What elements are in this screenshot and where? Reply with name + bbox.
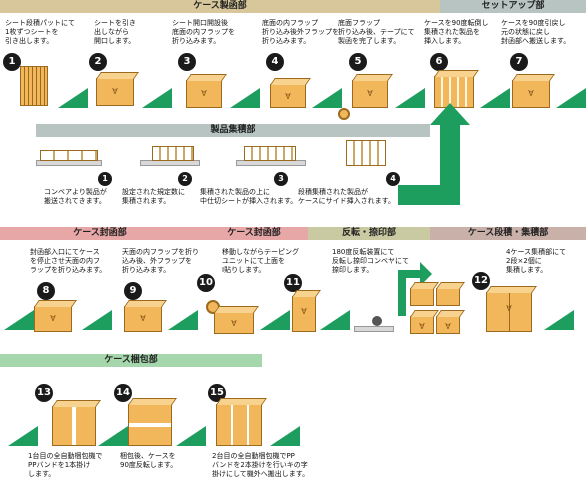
products-3 <box>244 146 296 161</box>
strapped-case-15 <box>216 404 262 446</box>
stacked-cases-4: ∀ <box>486 292 532 332</box>
flow-arrow-7 <box>556 88 586 108</box>
step10-caption: 移動しながらテーピング ユニットにて上面を I貼りします。 <box>222 248 299 274</box>
band-product-collection: 製品集積部 <box>36 124 430 137</box>
band-setup: セットアップ部 <box>440 0 586 13</box>
step12-caption: 4ケース集積部にて 2段×2個に 集積します。 <box>506 248 567 274</box>
strapped-case-14 <box>128 404 172 446</box>
case-box-6 <box>434 76 474 108</box>
step-number-10: 10 <box>197 274 215 292</box>
step-number-5: 5 <box>349 53 367 71</box>
flow-arrow-9 <box>82 310 112 330</box>
step-number-7: 7 <box>510 53 528 71</box>
print-conveyor <box>354 326 394 332</box>
case-box-3: ∀ <box>186 80 222 108</box>
flow-arrow-13 <box>544 310 574 330</box>
collection-number-1: 1 <box>98 172 112 186</box>
sheet-stack-illustration <box>20 66 48 106</box>
collection-caption-3: 集積された製品の上に 中仕切シートが挿入されます。 <box>200 188 298 205</box>
band-case-stacking: ケース段積・集積部 <box>430 227 586 240</box>
case-box-11: ∀ <box>292 296 316 332</box>
band-case-strapping: ケース梱包部 <box>0 354 262 367</box>
collection-caption-4: 段積集積された製品が ケースにサイド挿入されます。 <box>298 188 395 205</box>
step5-caption: 底面フラップ 折り込み後、テープにて 製函を完了します。 <box>338 19 415 45</box>
band-case-forming: ケース製函部 <box>0 0 440 13</box>
step-number-6: 6 <box>430 53 448 71</box>
step-number-3: 3 <box>178 53 196 71</box>
step1-caption: シート段積パットにて 1枚ずつシートを 引き出します。 <box>5 19 75 45</box>
step-number-4: 4 <box>266 53 284 71</box>
step2-caption: シートを引き 出しながら 開口します。 <box>94 19 136 45</box>
products-4 <box>346 140 386 166</box>
step-number-8: 8 <box>37 282 55 300</box>
collection-caption-2: 設定された規定数に 集積されます。 <box>122 188 185 205</box>
case-box-9: ∀ <box>124 306 162 332</box>
step14-caption: 梱包後、ケースを 90度反転します。 <box>120 452 178 469</box>
flow-arrow-10 <box>168 310 198 330</box>
step13-caption: 1台目の全自動梱包機で PPバンドを1本掛け します。 <box>28 452 103 478</box>
step-number-13: 13 <box>35 384 53 402</box>
band-flip-print: 反転・捺印部 <box>308 227 430 240</box>
step-number-2: 2 <box>89 53 107 71</box>
flow-arrow-6 <box>480 88 510 108</box>
flow-arrow-5 <box>395 88 425 108</box>
flow-arrow-3 <box>230 88 260 108</box>
stack-box-top-right <box>436 288 460 306</box>
stack-box-bottom-left: ∀ <box>410 316 434 334</box>
band-case-sealing-a: ケース封函部 <box>0 227 200 240</box>
print-roller-icon <box>372 316 382 326</box>
flow-arrow-17 <box>270 426 300 446</box>
flow-arrow-15 <box>98 426 128 446</box>
case-box-4: ∀ <box>270 84 306 108</box>
flow-arrow-1 <box>58 88 88 108</box>
stack-box-top-left <box>410 288 434 306</box>
step4-caption: 底面の内フラップ 折り込み後外フラップを 折り込みます。 <box>262 19 339 45</box>
case-box-7: ∀ <box>512 80 550 108</box>
step6-caption: ケースを90度転倒し 集積された製品を 挿入します。 <box>424 19 489 45</box>
flow-arrow-12 <box>320 310 350 330</box>
flow-arrow-2 <box>142 88 172 108</box>
step7-caption: ケースを90度引戻し 元の状態に戻し 封函部へ搬送します。 <box>501 19 571 45</box>
collection-number-4: 4 <box>386 172 400 186</box>
collection-number-3: 3 <box>274 172 288 186</box>
step-number-12: 12 <box>472 272 490 290</box>
flow-arrow-4 <box>312 88 342 108</box>
flow-arrow-16 <box>176 426 206 446</box>
products-1 <box>40 150 98 161</box>
flow-arrow-8 <box>4 310 34 330</box>
step-number-1: 1 <box>3 53 21 71</box>
step3-caption: シート開口開設後 底面の内フラップを 折り込みます。 <box>172 19 235 45</box>
stack-box-bottom-right: ∀ <box>436 316 460 334</box>
step9-caption: 天面の内フラップを折り 込み後、外フラップを 折り込みます。 <box>122 248 199 274</box>
case-box-10: ∀ <box>214 312 254 334</box>
case-box-8: ∀ <box>34 306 72 332</box>
step-number-14: 14 <box>114 384 132 402</box>
strapped-case-13 <box>52 406 96 446</box>
case-box-2: ∀ <box>96 78 134 106</box>
tape-roll-icon <box>338 108 350 120</box>
step-number-9: 9 <box>124 282 142 300</box>
case-box-5: ∀ <box>352 80 388 108</box>
step11-caption: 180度反転装置にて 反転し捺印コンベヤにて 捺印します。 <box>332 248 409 274</box>
products-2 <box>152 146 194 161</box>
collection-number-2: 2 <box>178 172 192 186</box>
step8-caption: 封函部入口にてケース を停止させ天面の内フ ラップを折り込みます。 <box>30 248 107 274</box>
step15-caption: 2台目の全自動梱包機でPP バンドを2本掛けを行いキの字 掛けにして機外へ搬出し… <box>212 452 310 478</box>
flow-arrow-11 <box>260 310 290 330</box>
band-case-sealing-b: ケース封函部 <box>200 227 308 240</box>
step-number-11: 11 <box>284 274 302 292</box>
flow-arrow-14 <box>8 426 38 446</box>
collection-caption-1: コンベアより製品が 搬送されてきます。 <box>44 188 107 205</box>
